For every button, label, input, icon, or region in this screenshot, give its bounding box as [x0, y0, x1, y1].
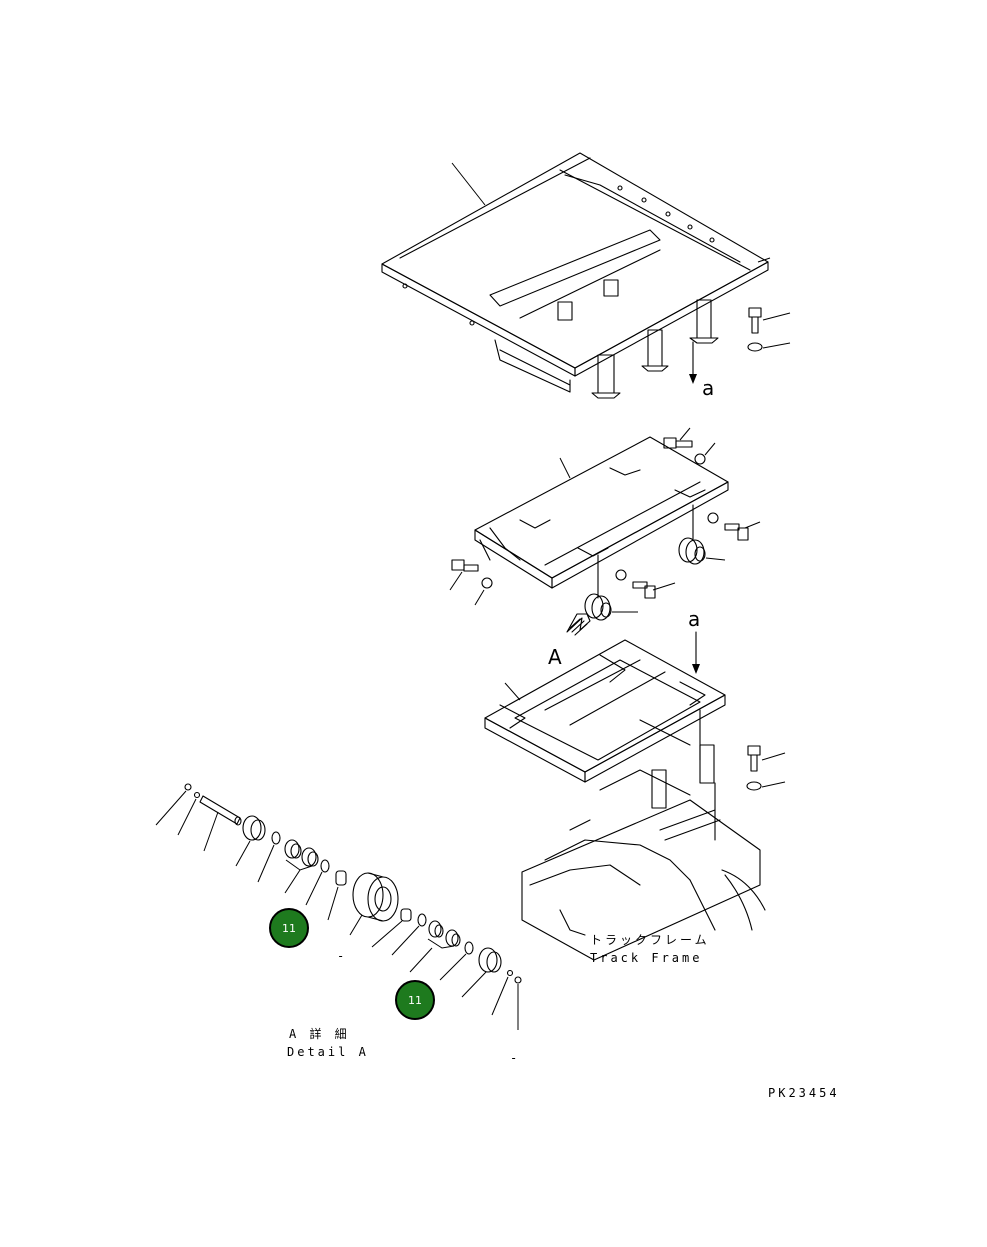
detail-view-arrow: A — [548, 613, 591, 669]
callout-arrow-a-top: a — [689, 341, 714, 400]
drawing-id: PK23454 — [768, 1086, 840, 1100]
callout-arrow-a-mid: a — [688, 607, 700, 674]
callout-letter-a-top: a — [702, 376, 714, 400]
track-frame-label-en: Track Frame — [590, 951, 702, 965]
track-frame-label-jp: トラックフレーム — [590, 933, 710, 947]
part-number-marker-2[interactable]: 11 — [395, 980, 435, 1020]
detail-caption-en: Detail A — [287, 1045, 369, 1059]
callout-letter-a-mid: a — [688, 607, 700, 631]
part-number-marker-1-label: 11 — [282, 922, 296, 935]
bolt-washer-frame — [746, 745, 786, 791]
bracket-bolts — [449, 427, 761, 606]
bolt-washer-top — [747, 307, 791, 352]
dash-mark-2: - — [510, 1051, 520, 1065]
deck-plate-assembly — [381, 152, 771, 399]
detail-caption-jp: A 詳 細 — [289, 1026, 350, 1041]
dash-mark-1: - — [337, 949, 347, 963]
mounting-bracket — [474, 436, 729, 589]
support-frame — [484, 639, 726, 841]
part-number-marker-2-label: 11 — [408, 994, 422, 1007]
track-frame-part — [521, 799, 766, 961]
carrier-rollers — [584, 504, 726, 621]
part-number-marker-1[interactable]: 11 — [269, 908, 309, 948]
detail-letter-A: A — [548, 645, 562, 669]
detail-a-parts: - - — [155, 783, 522, 1065]
